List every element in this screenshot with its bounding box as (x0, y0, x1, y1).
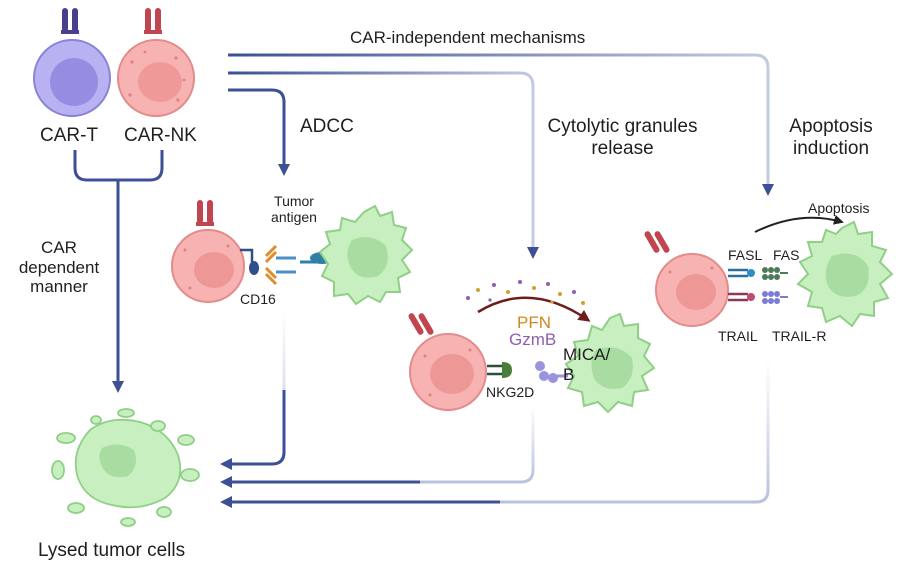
apoptosis-tumor-cell (796, 220, 894, 328)
return-arrow-cytolytic (228, 405, 535, 484)
trail-label: TRAIL (718, 328, 758, 344)
fasl-fas-pair (728, 267, 788, 280)
car-nk-cell (117, 8, 195, 117)
trail-r-label: TRAIL-R (772, 328, 827, 344)
cytolytic-nk-cell (408, 313, 487, 411)
trail-trailr-pair (728, 291, 788, 304)
mica-b-label: MICA/ B (563, 345, 611, 384)
lysed-tumor-cells (51, 408, 200, 527)
tumor-antigen-label: Tumor antigen (271, 193, 317, 226)
apoptosis-label: Apoptosis (808, 200, 870, 216)
granules (466, 280, 585, 305)
adcc-nk-cell (171, 200, 245, 303)
car-nk-label: CAR-NK (124, 125, 197, 146)
apoptosis-induction-label: Apoptosis induction (789, 116, 873, 159)
lysed-tumor-cells-label: Lysed tumor cells (38, 540, 186, 561)
bracket-car-dependent (73, 150, 164, 182)
cd16-receptor (240, 248, 259, 275)
apoptosis-arrow (754, 214, 844, 233)
arrow-cytolytic (228, 71, 535, 255)
antibody (264, 244, 296, 286)
cytolytic-label: Cytolytic granules release (547, 116, 698, 159)
fas-label: FAS (773, 247, 800, 263)
return-arrow-apoptosis (228, 360, 770, 504)
gzmb-label: GzmB (509, 330, 557, 349)
cd16-label: CD16 (240, 291, 276, 307)
fasl-label: FASL (728, 247, 763, 263)
car-dependent-label: CAR dependent manner (18, 238, 100, 297)
arrow-car-independent (228, 53, 770, 192)
return-arrow-adcc (228, 312, 286, 466)
car-t-cell (33, 8, 111, 117)
arrow-adcc (228, 88, 286, 172)
apoptosis-nk-cell (644, 231, 729, 327)
mica-b-ligand (535, 361, 568, 383)
nkg2d-receptor (487, 362, 512, 378)
granule-arrow (477, 296, 591, 322)
pfn-label: PFN (517, 313, 551, 332)
car-independent-label: CAR-independent mechanisms (350, 28, 586, 47)
adcc-tumor-cell (318, 204, 414, 306)
car-t-label: CAR-T (40, 125, 99, 146)
adcc-label: ADCC (300, 116, 354, 137)
nkg2d-label: NKG2D (486, 384, 535, 400)
cytolytic-tumor-cell (564, 312, 656, 414)
